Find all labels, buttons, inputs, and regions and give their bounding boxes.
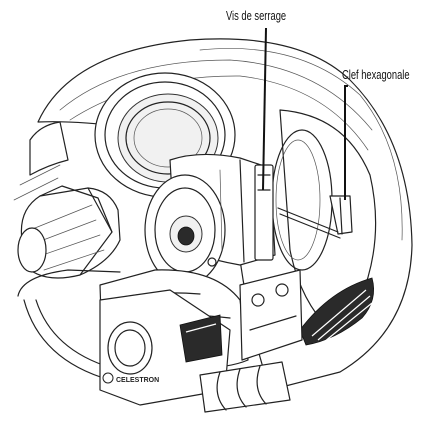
leader-lines: [262, 27, 348, 200]
rear-plate-right: [271, 109, 377, 331]
hex-key: [277, 195, 353, 239]
focuser-assembly: [144, 153, 276, 286]
visual-back-cone: [17, 185, 121, 279]
celestron-logo: CELESTRON: [102, 372, 159, 384]
finder-block: [99, 289, 231, 406]
clamp-screw-label: Vis de serrage: [226, 10, 286, 24]
hex-key-label: Clef hexagonale: [342, 69, 410, 83]
logo-text: CELESTRON: [116, 377, 159, 384]
vent-grille: [299, 277, 375, 346]
clamp-screw: [254, 164, 274, 261]
clamp-screw-leader: [262, 27, 267, 191]
ribbed-clamp-strip: [199, 361, 291, 413]
hex-key-leader: [344, 85, 348, 200]
